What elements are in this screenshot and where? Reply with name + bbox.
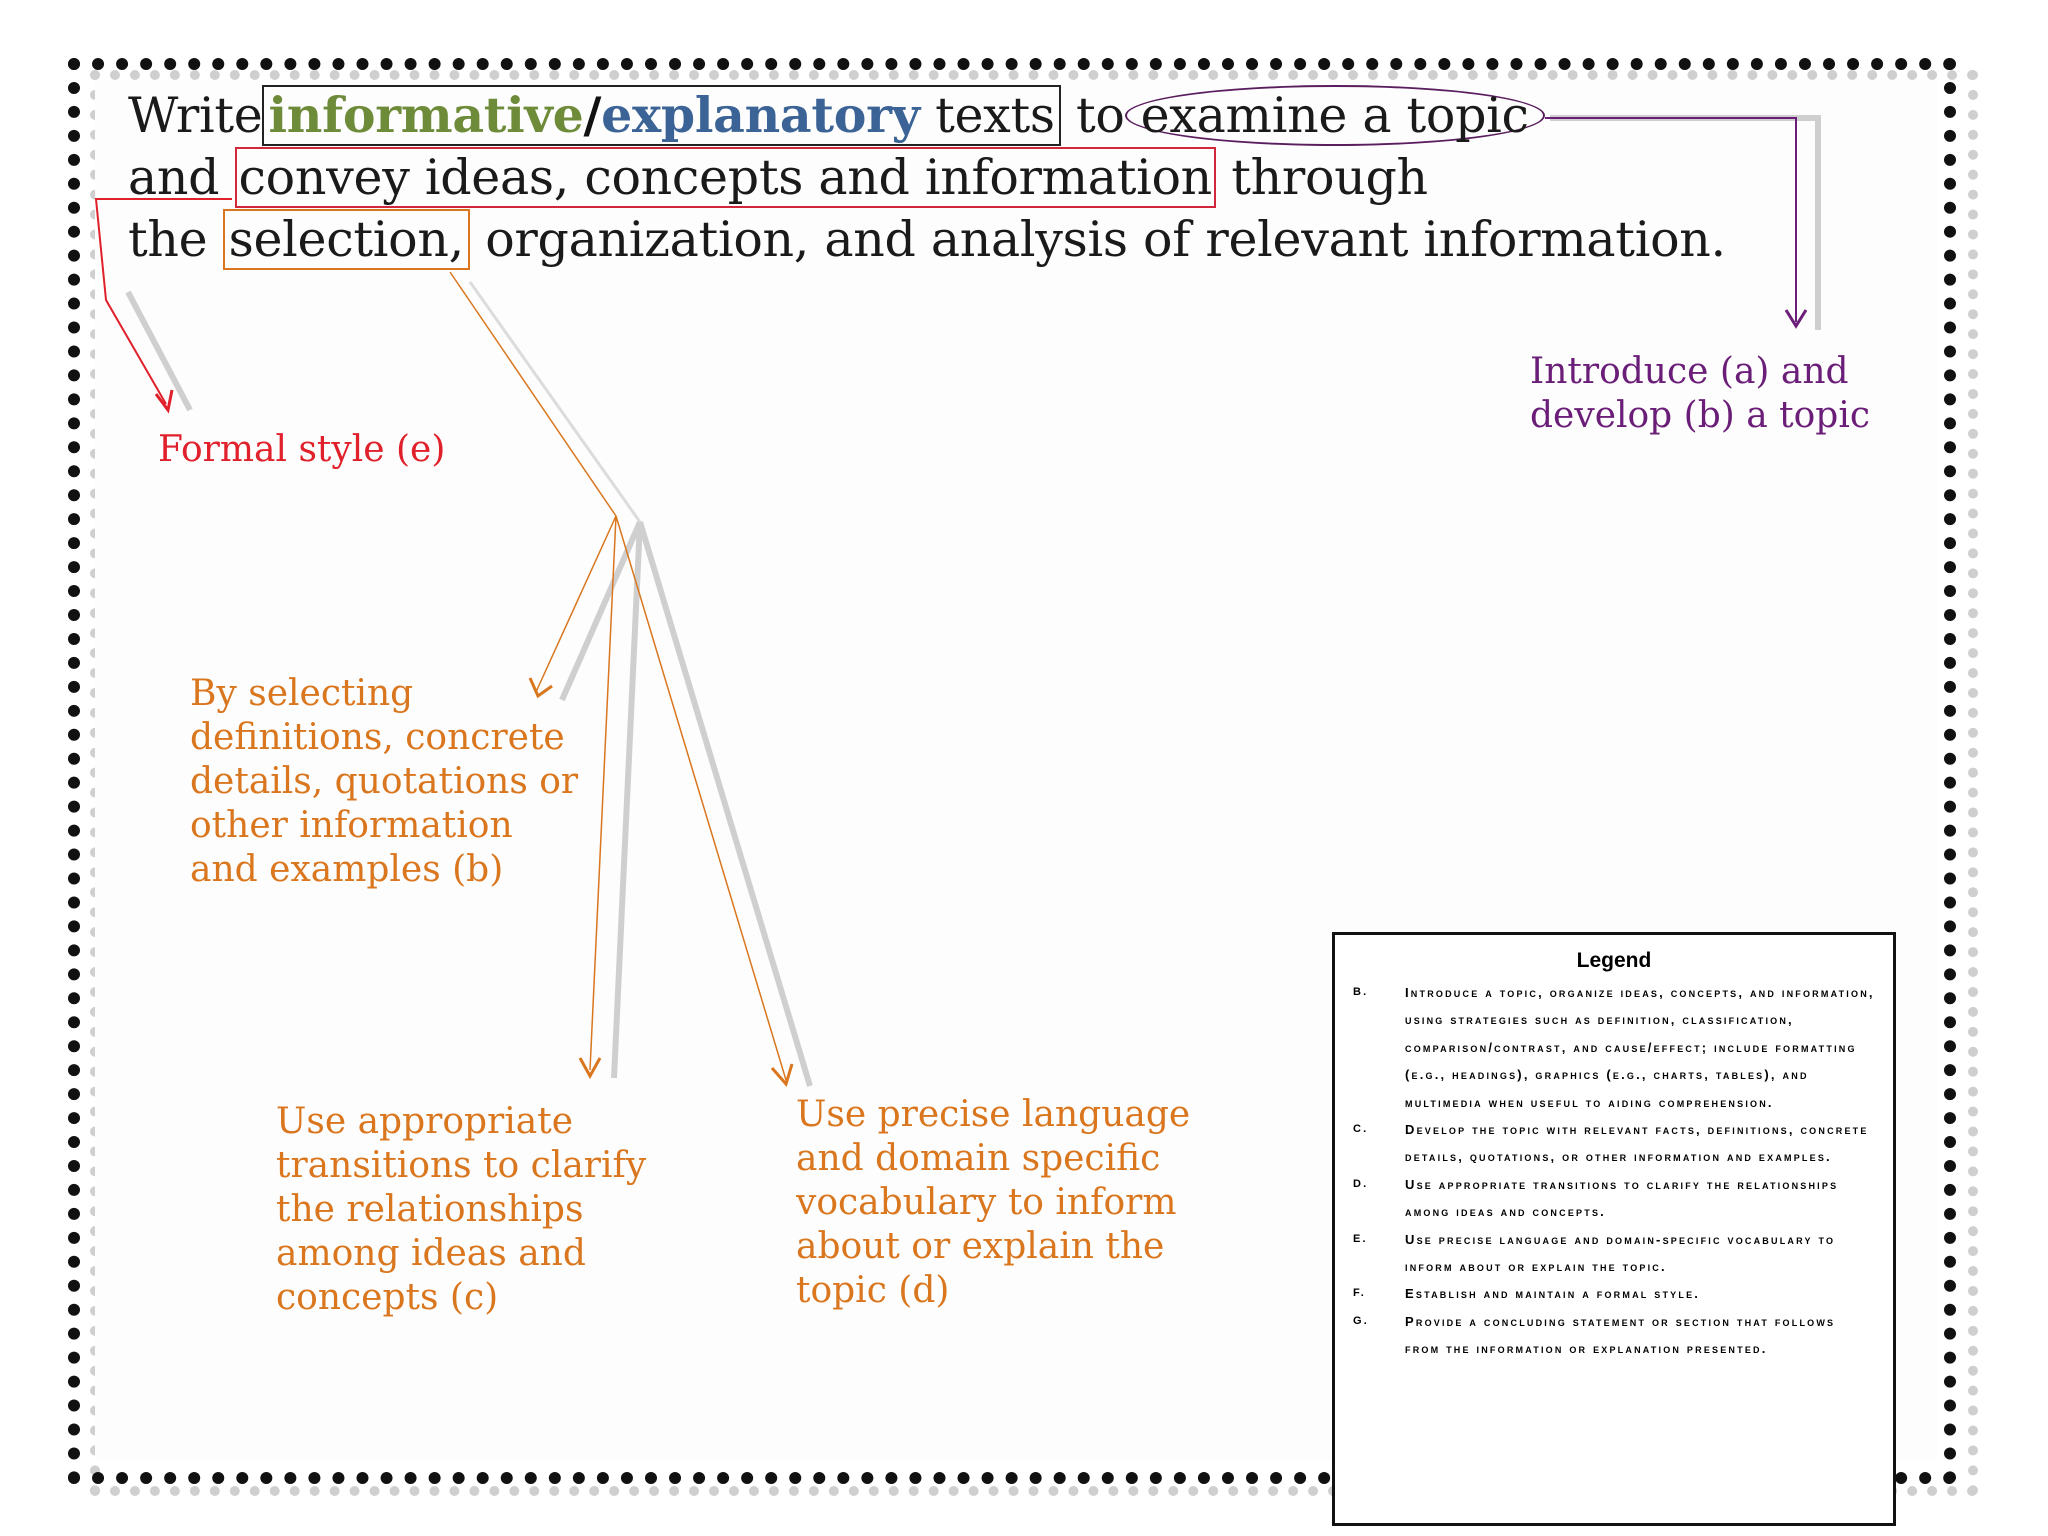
purple-shadow-connector <box>1550 115 1821 330</box>
legend-text: Provide a concluding statement or sectio… <box>1405 1313 1836 1357</box>
legend-item: f. Establish and maintain a formal style… <box>1353 1280 1875 1307</box>
standard-line-2: and convey ideas, concepts and informati… <box>128 147 1868 209</box>
text-type-box: informative/explanatory texts <box>262 85 1061 146</box>
red-shadow-connector <box>125 290 193 412</box>
branch-selecting <box>535 515 617 693</box>
transitions-line: concepts (c) <box>276 1277 499 1318</box>
precise-line: and domain specific <box>796 1138 1161 1179</box>
examine-topic-ellipse: examine a topic <box>1124 85 1545 146</box>
precise-line: topic (d) <box>796 1270 950 1311</box>
red-arrowhead <box>154 389 174 414</box>
word-write: Write <box>128 87 263 144</box>
legend-letter: b. <box>1353 986 1369 998</box>
purple-arrowhead <box>1784 309 1808 329</box>
slash: / <box>583 86 602 144</box>
transitions-line: transitions to clarify <box>276 1145 647 1186</box>
word-explanatory: explanatory <box>601 86 920 144</box>
label-precise-language: Use precise language and domain specific… <box>796 1093 1216 1313</box>
arrowhead-transitions <box>578 1057 602 1080</box>
standard-line-3: the selection, organization, and analysi… <box>128 209 1868 271</box>
transitions-line: Use appropriate <box>276 1101 573 1142</box>
word-and: and <box>128 149 220 206</box>
orange-trunk-shadow <box>468 281 642 523</box>
legend-letter: g. <box>1353 1314 1370 1327</box>
selecting-line: other information <box>190 805 513 846</box>
word-informative: informative <box>268 86 584 144</box>
orange-trunk <box>449 271 617 517</box>
word-through: through <box>1231 149 1428 206</box>
label-selecting: By selecting definitions, concrete detai… <box>190 672 610 892</box>
legend-item: e. Use precise language and domain-speci… <box>1353 1226 1875 1281</box>
branch-transitions <box>589 515 617 1071</box>
label-introduce-develop: Introduce (a) and develop (b) a topic <box>1530 350 1950 438</box>
legend-letter: c. <box>1353 1123 1369 1136</box>
legend-box: Legend b. Introduce a topic, organize id… <box>1332 932 1896 1526</box>
introduce-line-2: develop (b) a topic <box>1530 395 1871 436</box>
standard-rest: organization, and analysis of relevant i… <box>485 211 1726 268</box>
arrowhead-precise <box>770 1063 794 1088</box>
precise-line: about or explain the <box>796 1226 1165 1267</box>
arrowhead-selecting <box>528 677 553 699</box>
legend-title: Legend <box>1576 949 1652 972</box>
precise-line: vocabulary to inform <box>796 1182 1177 1223</box>
word-texts: texts <box>935 87 1055 144</box>
branch-precise <box>615 515 787 1081</box>
legend-item: b. Introduce a topic, organize ideas, co… <box>1353 979 1875 1116</box>
legend-letter: d. <box>1353 1177 1369 1190</box>
introduce-line-1: Introduce (a) and <box>1530 351 1849 392</box>
legend-text: Use precise language and domain-specific… <box>1405 1231 1836 1275</box>
branch-transitions-shadow <box>611 521 643 1079</box>
transitions-line: the relationships <box>276 1189 584 1230</box>
selecting-line: definitions, concrete <box>190 717 565 758</box>
word-the: the <box>128 211 208 268</box>
legend-letter: e. <box>1353 1232 1368 1245</box>
legend-text: Develop the topic with relevant facts, d… <box>1405 1122 1869 1165</box>
selecting-line: details, quotations or <box>190 761 579 802</box>
legend-text: Introduce a topic, organize ideas, conce… <box>1405 985 1875 1110</box>
purple-connector <box>1545 117 1797 322</box>
word-to: to <box>1076 87 1125 144</box>
label-formal-style: Formal style (e) <box>158 429 446 470</box>
legend-item: g. Provide a concluding statement or sec… <box>1353 1308 1875 1363</box>
selection-box: selection, <box>222 209 470 270</box>
legend-text: Use appropriate transitions to clarify t… <box>1405 1176 1839 1220</box>
selecting-line: and examples (b) <box>190 849 504 890</box>
legend-text: Establish and maintain a formal style. <box>1405 1286 1701 1302</box>
precise-line: Use precise language <box>796 1094 1191 1135</box>
red-connector <box>94 198 232 405</box>
label-transitions: Use appropriate transitions to clarify t… <box>276 1100 696 1320</box>
legend-item: d. Use appropriate transitions to clarif… <box>1353 1171 1875 1226</box>
branch-precise-shadow <box>637 521 813 1087</box>
legend-letter: f. <box>1353 1287 1366 1300</box>
legend-item: c. Develop the topic with relevant facts… <box>1353 1116 1875 1171</box>
convey-ideas-box: convey ideas, concepts and information <box>234 147 1216 208</box>
transitions-line: among ideas and <box>276 1233 586 1274</box>
selecting-line: By selecting <box>190 673 414 714</box>
